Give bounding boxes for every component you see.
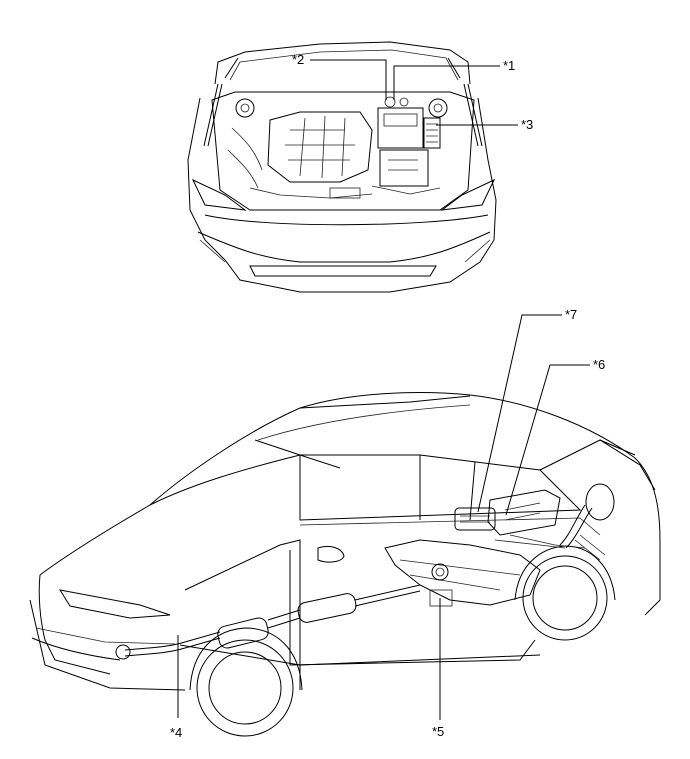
callout-7: *7: [565, 307, 577, 322]
callout-4: *4: [170, 725, 182, 740]
leader-lines-top: [310, 59, 518, 126]
callout-3: *3: [521, 117, 533, 132]
leader-lines-bottom: [177, 314, 590, 720]
callout-labels: *2 *1 *3 *7 *6 *4 *5: [170, 52, 605, 740]
leader-line-6: [505, 364, 590, 516]
callout-5: *5: [432, 724, 444, 739]
leader-line-1: [393, 65, 500, 100]
leader-line-2: [310, 59, 387, 100]
callout-2: *2: [292, 52, 304, 67]
leader-line-7: [477, 314, 562, 513]
callout-6: *6: [593, 357, 605, 372]
callout-1: *1: [503, 58, 515, 73]
engine-bay-illustration: [187, 41, 497, 293]
vehicle-side-illustration: [29, 392, 661, 737]
